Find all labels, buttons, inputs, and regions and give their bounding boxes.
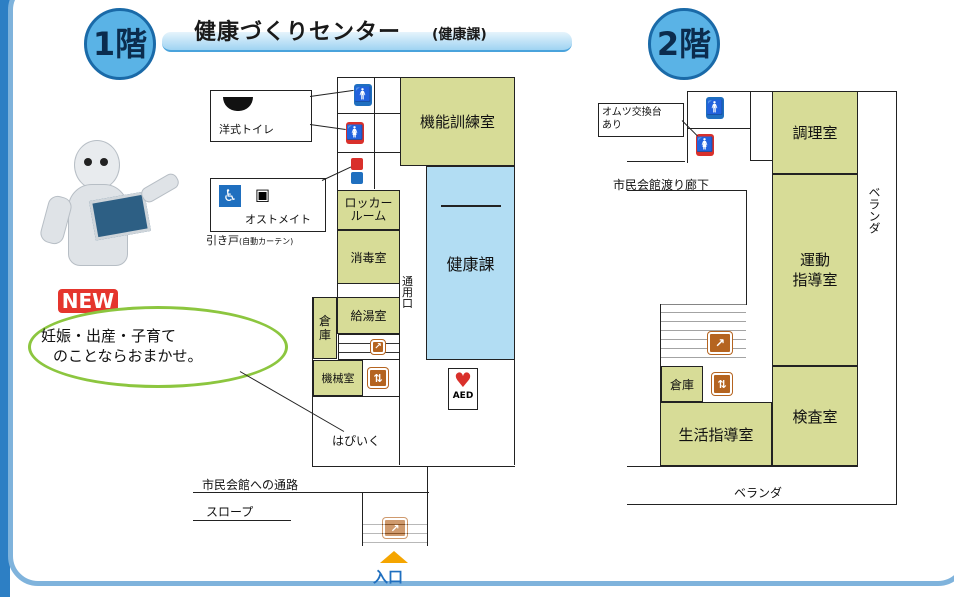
room-locker[interactable]: ロッカー ルーム xyxy=(337,190,400,230)
multipurpose-restroom-icon xyxy=(351,158,363,184)
restroom-2f-male-icon: 🚹 xyxy=(706,97,724,119)
room-kenkouka[interactable]: 健康課 xyxy=(426,166,515,360)
hapiiku-label: はぴいく xyxy=(332,434,381,448)
bubble-line-1: 妊娠・出産・子育て xyxy=(41,327,177,345)
tsuro-label: 市民会館への通路 xyxy=(202,478,299,492)
veranda-bottom-label: ベランダ xyxy=(734,486,783,500)
ostomate-icon: ▣ xyxy=(255,185,271,204)
door-label-text: 引き戸 xyxy=(206,234,239,247)
room-souko-1f[interactable]: 倉 庫 xyxy=(313,297,337,359)
entrance-stairs-icon: ↗ xyxy=(383,518,407,538)
room-shodoku[interactable]: 消毒室 xyxy=(337,230,400,284)
room-kinou-kunren[interactable]: 機能訓練室 xyxy=(400,77,515,166)
bubble-line-2: のことならおまかせ。 xyxy=(53,347,203,365)
aed-box[interactable]: ♥ AED xyxy=(448,368,478,410)
room-undo-shidou[interactable]: 運動 指導室 xyxy=(772,174,858,366)
watari-roka-label: 市民会館渡り廊下 xyxy=(613,178,710,192)
stairs-2f-icon: ↗ xyxy=(708,332,732,354)
door-label: 引き戸(自動カーテン) xyxy=(206,232,293,248)
room-kikai[interactable]: 機械室 xyxy=(313,360,363,396)
slope-label: スロープ xyxy=(206,505,254,519)
room-seikatsu-shidou[interactable]: 生活指導室 xyxy=(660,402,772,466)
counter-line xyxy=(441,205,501,207)
western-toilet-icon xyxy=(223,97,253,111)
room-kyuto[interactable]: 給湯室 xyxy=(337,297,400,334)
wheelchair-icon: ♿ xyxy=(219,185,241,207)
restroom-female-icon: 🚺 xyxy=(346,122,364,144)
restroom-male-icon: 🚹 xyxy=(354,84,372,106)
elevator-2f-icon: ⇅ xyxy=(712,373,732,395)
floor-2-badge[interactable]: 2階 xyxy=(648,8,720,80)
aed-label: AED xyxy=(452,391,474,401)
toilet-callout-label: 洋式トイレ xyxy=(219,123,274,136)
ostomate-callout: ♿ ▣ オストメイト xyxy=(210,178,326,232)
veranda-right-label: ベランダ xyxy=(867,186,881,234)
omutsu-label: オムツ交換台 あり xyxy=(602,107,662,131)
stairs-1f-inner xyxy=(338,334,400,360)
entrance-steps xyxy=(363,516,427,546)
restroom-2f-female-icon: 🚺 xyxy=(696,134,714,156)
left-accent-bar xyxy=(0,0,10,597)
page-title: 健康づくりセンター xyxy=(194,20,402,45)
robot-mascot xyxy=(38,140,190,290)
stairs-2f xyxy=(661,304,746,364)
room-kensa[interactable]: 検査室 xyxy=(772,366,858,466)
room-chouri[interactable]: 調理室 xyxy=(772,91,858,174)
page-subtitle: (健康課) xyxy=(432,27,487,43)
tsuyoguchi-label: 通 用 口 xyxy=(402,275,413,310)
aed-heart-icon: ♥ xyxy=(454,368,472,392)
omutsu-callout: オムツ交換台 あり xyxy=(598,103,684,137)
ostomate-label: オストメイト xyxy=(245,213,311,226)
title-bar xyxy=(162,32,572,52)
elevator-icon: ⇅ xyxy=(368,368,388,388)
entrance-arrow-icon xyxy=(380,551,408,563)
room-kenkouka-label: 健康課 xyxy=(446,255,495,274)
door-label-note: (自動カーテン) xyxy=(239,237,294,246)
room-souko-2f[interactable]: 倉庫 xyxy=(661,366,703,402)
floor-1-badge[interactable]: 1階 xyxy=(84,8,156,80)
stairs-icon: ↗ xyxy=(371,340,385,354)
entrance-label[interactable]: 入口 xyxy=(373,568,404,586)
toilet-callout: 洋式トイレ xyxy=(210,90,312,142)
